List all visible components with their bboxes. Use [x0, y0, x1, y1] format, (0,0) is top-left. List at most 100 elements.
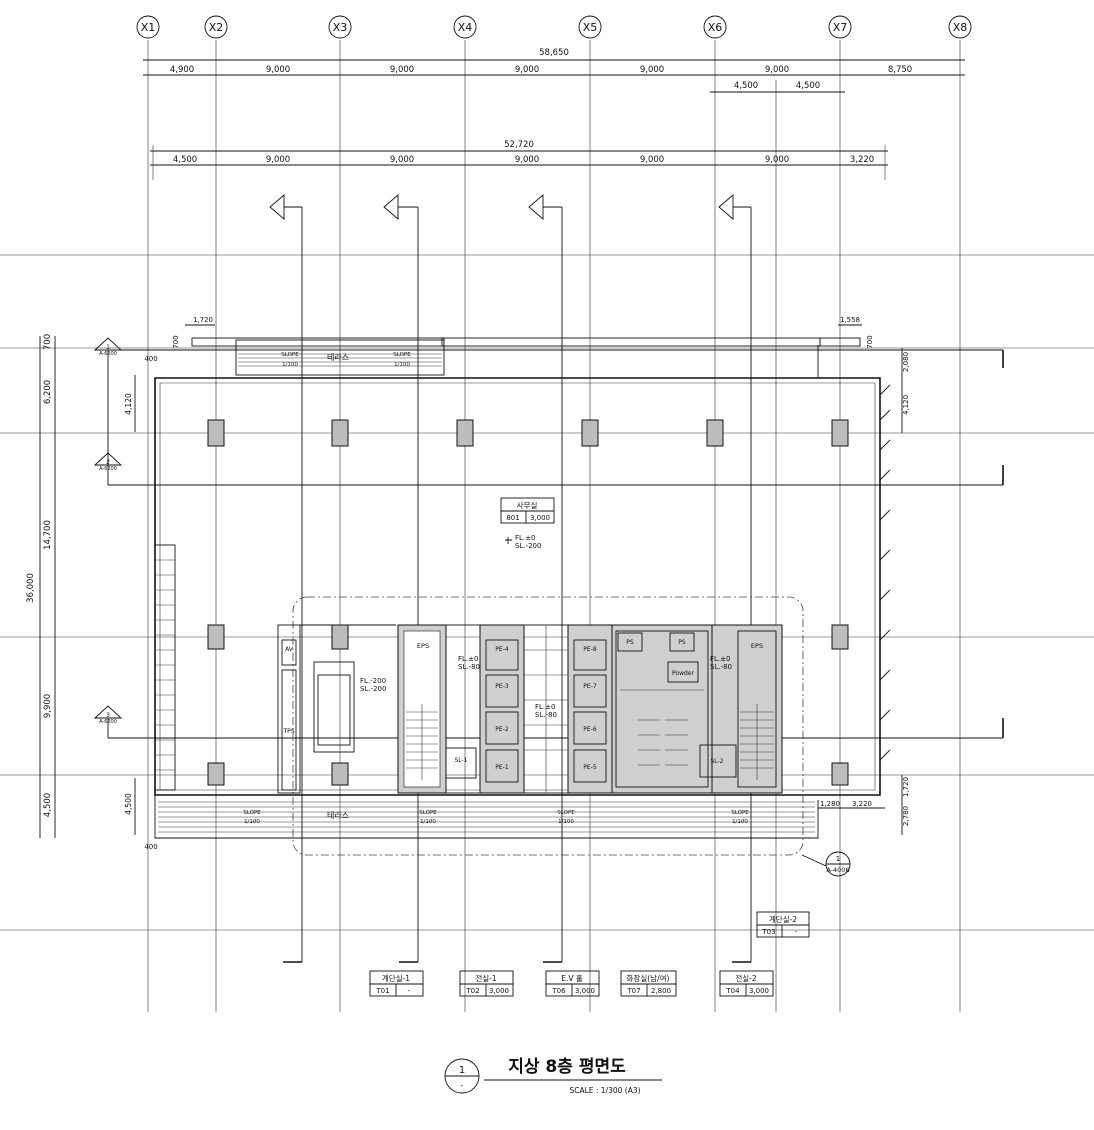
room-tag-toilet: 화장실(남/여) T07 2,800 [620, 970, 677, 997]
svg-text:PE-1: PE-1 [495, 764, 509, 771]
drawing-scale: SCALE : 1/300 (A3) [569, 1086, 640, 1095]
drawing-title: 지상 8층 평면도 [508, 1057, 626, 1077]
svg-text:계단실-1: 계단실-1 [382, 973, 410, 983]
dim-inner-6: 9,000 [765, 155, 789, 165]
dim-left-inner-2: 4,500 [124, 793, 133, 815]
svg-text:-: - [795, 928, 798, 936]
svg-text:1,720: 1,720 [902, 777, 910, 797]
stair-core-2 [711, 624, 783, 794]
misc-dimensions: 1,720 1,558 700 700 400 400 2,080 4,120 … [144, 316, 910, 851]
svg-text:T04: T04 [725, 987, 740, 995]
dim-inner-5: 9,000 [640, 155, 664, 165]
dim-top-6: 9,000 [765, 65, 789, 75]
room-tag-anteroom2: 전실-2 T04 3,000 [719, 970, 774, 997]
svg-text:3,220: 3,220 [852, 800, 872, 808]
dim-left-4: 9,900 [43, 694, 53, 718]
dim-top-5: 9,000 [640, 65, 664, 75]
svg-text:-: - [408, 987, 411, 995]
terrace-bottom-hatch [158, 801, 815, 833]
svg-text:SLOPE: SLOPE [557, 810, 575, 816]
grid-label-x4: X4 [458, 21, 473, 34]
svg-text:A-4006: A-4006 [826, 866, 849, 874]
grid-label-x1: X1 [141, 21, 156, 34]
svg-text:화장실(남/여): 화장실(남/여) [627, 973, 670, 983]
svg-text:1,558: 1,558 [840, 316, 860, 324]
svg-text:1/100: 1/100 [732, 819, 748, 825]
grid-label-x8: X8 [953, 21, 968, 34]
svg-text:T03: T03 [761, 928, 775, 936]
grid-label-x3: X3 [333, 21, 348, 34]
column [207, 762, 225, 786]
svg-text:계단실-2: 계단실-2 [769, 914, 797, 924]
dim-total-inner: 52,720 [504, 140, 534, 150]
title-block: 1 - 지상 8층 평면도 SCALE : 1/300 (A3) [444, 1057, 662, 1095]
svg-text:PE-3: PE-3 [495, 683, 509, 690]
room-tag-ev-hall: E.V 홀 T06 3,000 [545, 970, 600, 997]
svg-text:PE-8: PE-8 [583, 646, 597, 653]
svg-text:T06: T06 [551, 987, 566, 995]
column [207, 419, 225, 447]
svg-text:PE-2: PE-2 [495, 726, 509, 733]
dim-inner-4: 9,000 [515, 155, 539, 165]
svg-text:SL.-200: SL.-200 [360, 685, 386, 693]
grid-label-x7: X7 [833, 21, 848, 34]
svg-text:1: 1 [836, 855, 840, 863]
svg-text:Powder: Powder [672, 670, 694, 677]
column [581, 419, 599, 447]
room-tag-anteroom1: 전실-1 T02 3,000 [459, 970, 514, 997]
dim-top-1: 4,900 [170, 65, 194, 75]
svg-text:SL.-80: SL.-80 [458, 663, 480, 671]
svg-text:1/100: 1/100 [244, 819, 260, 825]
svg-text:FL.±0: FL.±0 [458, 655, 478, 663]
svg-text:전실-1: 전실-1 [475, 973, 497, 983]
svg-text:TPS: TPS [282, 728, 294, 735]
dim-left-inner-1: 4,120 [124, 393, 133, 415]
svg-text:FL.±0: FL.±0 [710, 655, 730, 663]
grid-label-x2: X2 [209, 21, 224, 34]
svg-text:SLOPE: SLOPE [419, 810, 437, 816]
title-dash: - [461, 1081, 464, 1090]
dim-inner-1: 4,500 [173, 155, 197, 165]
dim-left-2: 6,200 [43, 380, 53, 404]
svg-text:1/100: 1/100 [558, 819, 574, 825]
svg-text:1,720: 1,720 [193, 316, 213, 324]
svg-text:PE-4: PE-4 [495, 646, 509, 653]
terrace-label-top: 테라스 [327, 353, 349, 362]
grid-label-x5: X5 [583, 21, 598, 34]
dim-top-3: 9,000 [390, 65, 414, 75]
left-dimensions: 700 6,200 14,700 9,900 4,500 36,000 4,12… [26, 334, 136, 838]
svg-text:700: 700 [866, 335, 874, 348]
dim-total-top: 58,650 [539, 48, 569, 58]
svg-text:PS: PS [678, 639, 686, 646]
svg-text:1: 1 [106, 344, 110, 351]
svg-text:사무실: 사무실 [517, 500, 538, 510]
svg-text:3,000: 3,000 [575, 987, 595, 995]
dim-inner-2: 9,000 [266, 155, 290, 165]
dim-left-5: 4,500 [43, 793, 53, 817]
svg-text:SL.-200: SL.-200 [515, 542, 541, 550]
column [331, 419, 349, 447]
dim-sub-1: 4,500 [734, 81, 758, 91]
room-tags-bottom: 계단실-1 T01 - 전실-1 T02 3,000 E.V 홀 T06 3,0… [369, 911, 810, 997]
dim-inner-3: 9,000 [390, 155, 414, 165]
svg-text:SL.-80: SL.-80 [710, 663, 732, 671]
svg-text:4,120: 4,120 [902, 395, 910, 415]
column [831, 419, 849, 447]
svg-text:T07: T07 [626, 987, 640, 995]
svg-text:SL-1: SL-1 [454, 757, 467, 764]
dim-left-total: 36,000 [26, 573, 36, 603]
dim-left-1: 700 [43, 334, 53, 350]
svg-text:SLOPE: SLOPE [281, 352, 299, 358]
svg-text:1/100: 1/100 [420, 819, 436, 825]
room-tag-stair2: 계단실-2 T03 - [756, 911, 810, 938]
left-section-markers: 1A-6200 2A-6200 3A-6200 [93, 337, 1004, 739]
svg-text:700: 700 [172, 335, 180, 348]
svg-text:FL.±0: FL.±0 [515, 534, 535, 542]
columns [207, 419, 849, 786]
grid-label-x6: X6 [708, 21, 723, 34]
title-number: 1 [459, 1065, 465, 1076]
zone-boundary [292, 596, 804, 856]
svg-text:2,780: 2,780 [902, 806, 910, 826]
svg-text:2,080: 2,080 [902, 352, 910, 372]
grid-lines [0, 40, 1094, 1012]
